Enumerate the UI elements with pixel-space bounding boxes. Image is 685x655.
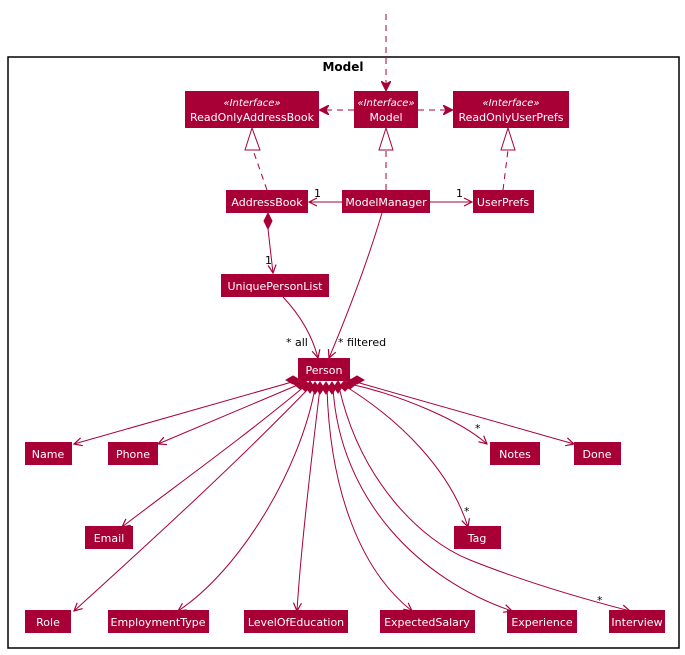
- class-name-label: Experience: [511, 616, 573, 629]
- class-phone[interactable]: Phone: [108, 442, 158, 465]
- label-all: * all: [286, 336, 308, 349]
- comp-person-experience: [332, 387, 512, 611]
- comp-person-levelofeducation: [297, 387, 321, 611]
- comp-person-employmenttype: [178, 387, 316, 611]
- class-name-label: Phone: [116, 448, 150, 461]
- stereotype-label: «Interface»: [357, 98, 414, 109]
- comp-person-done: [355, 381, 574, 444]
- stereotype-label: «Interface»: [223, 98, 280, 109]
- mult-interview: *: [597, 594, 603, 607]
- assoc-mm-person: [329, 212, 383, 358]
- class-tag[interactable]: Tag: [454, 526, 501, 549]
- mult-notes: *: [475, 422, 481, 435]
- class-interview[interactable]: Interview: [609, 610, 665, 633]
- class-name[interactable]: Name: [25, 442, 72, 465]
- class-uniquepersonlist[interactable]: UniquePersonList: [221, 274, 329, 297]
- package-frame: [7, 56, 680, 649]
- class-name-label: LevelOfEducation: [248, 616, 344, 629]
- realize-addressbook: [252, 149, 268, 191]
- comp-person-interview: [338, 386, 630, 611]
- comp-person-email: [122, 385, 306, 527]
- class-expectedsalary[interactable]: ExpectedSalary: [380, 610, 475, 633]
- class-name-label: EmploymentType: [111, 616, 206, 629]
- class-role[interactable]: Role: [25, 610, 71, 633]
- comp-person-role: [74, 386, 311, 611]
- comp-person-phone: [158, 383, 301, 444]
- class-addressbook[interactable]: AddressBook: [226, 190, 308, 213]
- assoc-addressbook-uniquepersonlist: [267, 228, 273, 273]
- class-name: ModelManager: [345, 196, 427, 209]
- stereotype-label: «Interface»: [482, 98, 539, 109]
- class-name-label: Tag: [467, 532, 487, 545]
- class-employmenttype[interactable]: EmploymentType: [108, 610, 209, 633]
- class-modelmanager[interactable]: ModelManager: [342, 190, 430, 213]
- class-userprefs[interactable]: UserPrefs: [473, 190, 534, 213]
- class-name-label: Done: [583, 448, 612, 461]
- realize-userprefs: [502, 149, 509, 191]
- package-title: Model: [322, 60, 363, 74]
- class-name: Person: [306, 364, 343, 377]
- class-experience[interactable]: Experience: [507, 610, 577, 633]
- class-name-label: Interview: [611, 616, 662, 629]
- realize-userprefs-head: [500, 126, 516, 151]
- class-name-label: Notes: [499, 448, 531, 461]
- class-done[interactable]: Done: [574, 442, 621, 465]
- realize-modelmanager-head: [378, 126, 394, 151]
- class-name: UniquePersonList: [228, 280, 324, 293]
- class-name-label: Role: [36, 616, 60, 629]
- assoc-upl-person: [282, 296, 318, 358]
- comp-person-tag: [344, 385, 468, 527]
- class-name: ReadOnlyUserPrefs: [459, 111, 564, 124]
- class-model[interactable]: «Interface» Model: [354, 91, 418, 128]
- class-name: ReadOnlyAddressBook: [190, 111, 315, 124]
- mult-mm-userprefs: 1: [456, 187, 463, 200]
- comp-person-expectedsalary: [326, 387, 412, 611]
- mult-tag: *: [464, 505, 470, 518]
- class-email[interactable]: Email: [85, 526, 133, 549]
- class-name-label: ExpectedSalary: [384, 616, 470, 629]
- comp-person-name: [74, 381, 293, 444]
- mult-mm-addressbook: 1: [314, 187, 321, 200]
- class-name: Model: [369, 111, 402, 124]
- class-name-label: Email: [94, 532, 125, 545]
- mult-uniquepersonlist: 1: [265, 254, 272, 267]
- class-readonlyaddressbook[interactable]: «Interface» ReadOnlyAddressBook: [185, 91, 319, 128]
- comp-person-notes: [349, 383, 487, 444]
- class-person[interactable]: Person: [298, 358, 350, 381]
- realize-addressbook-head: [244, 126, 261, 151]
- class-levelofeducation[interactable]: LevelOfEducation: [244, 610, 348, 633]
- label-filtered: * filtered: [338, 336, 386, 349]
- class-readonlyuserprefs[interactable]: «Interface» ReadOnlyUserPrefs: [453, 91, 569, 128]
- class-name: AddressBook: [231, 196, 303, 209]
- class-notes[interactable]: Notes: [490, 442, 540, 465]
- class-name-label: Name: [32, 448, 65, 461]
- composition-diamond-addressbook: [263, 211, 273, 231]
- class-name: UserPrefs: [477, 196, 529, 209]
